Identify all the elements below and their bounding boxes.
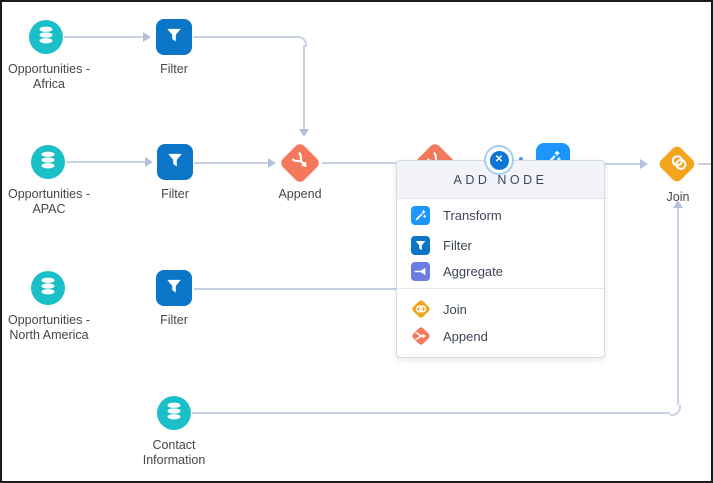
node-label: Opportunities -APAC <box>8 187 90 216</box>
edge-filter1-append-h <box>193 36 297 38</box>
node-join[interactable] <box>657 144 697 184</box>
database-icon <box>36 25 56 50</box>
transform-icon <box>411 205 430 225</box>
edge-join-out <box>698 163 711 165</box>
edge-africa-filter <box>64 36 143 38</box>
node-dataset-opportunities-africa[interactable] <box>29 20 63 54</box>
menu-item-join[interactable]: Join <box>410 297 594 321</box>
edge-corner <box>670 405 681 416</box>
edge-contact-v <box>677 208 679 405</box>
node-label: Append <box>278 187 322 201</box>
menu-item-aggregate[interactable]: Aggregate <box>411 259 594 283</box>
menu-item-append[interactable]: Append <box>410 324 594 348</box>
arrowhead-icon <box>268 158 276 168</box>
edge-filter2-append <box>194 162 268 164</box>
node-label: Filter <box>160 62 188 76</box>
database-icon <box>164 401 184 426</box>
close-icon: ✕ <box>489 150 509 170</box>
close-popup-button[interactable]: ✕ <box>484 145 514 175</box>
edge-corner <box>296 36 307 47</box>
edge-append1-append2 <box>322 162 418 164</box>
node-dataset-contact-information[interactable] <box>157 396 191 430</box>
edge-contact-h <box>192 412 670 414</box>
edge-apac-filter <box>66 161 145 163</box>
node-filter-2[interactable] <box>157 144 193 180</box>
edge-filter1-append-v <box>303 45 305 129</box>
menu-item-filter[interactable]: Filter <box>411 233 594 257</box>
node-label: Filter <box>160 313 188 327</box>
node-label: Opportunities -North America <box>8 313 90 342</box>
filter-icon <box>165 277 183 300</box>
edge-filter3-append2 <box>194 288 404 290</box>
node-label: Filter <box>161 187 189 201</box>
filter-icon <box>411 235 430 255</box>
node-dataset-opportunities-apac[interactable] <box>31 145 65 179</box>
join-icon <box>410 299 431 319</box>
node-label: Join <box>666 190 690 204</box>
menu-divider <box>397 288 604 289</box>
aggregate-icon <box>411 261 430 281</box>
append-icon <box>286 149 315 178</box>
database-icon <box>38 276 58 301</box>
menu-item-transform[interactable]: Transform <box>411 203 594 227</box>
node-dataset-opportunities-north-america[interactable] <box>31 271 65 305</box>
arrowhead-icon <box>143 32 151 42</box>
filter-icon <box>166 151 184 174</box>
node-filter-3[interactable] <box>156 270 192 306</box>
node-label: Opportunities -Africa <box>8 62 90 91</box>
append-icon <box>410 326 431 346</box>
edge-transform-join <box>572 163 640 165</box>
arrowhead-icon <box>145 157 153 167</box>
filter-icon <box>165 26 183 49</box>
node-filter-1[interactable] <box>156 19 192 55</box>
arrowhead-icon <box>299 129 309 137</box>
database-icon <box>38 150 58 175</box>
node-append-1[interactable] <box>278 141 322 185</box>
edge-endpoint-dot <box>519 157 523 161</box>
add-node-popup: ADD NODE Transform Filter Aggregate <box>396 160 605 358</box>
join-icon <box>662 149 692 179</box>
arrowhead-icon <box>673 200 683 208</box>
arrowhead-icon <box>640 159 648 169</box>
popup-title: ADD NODE <box>453 172 548 187</box>
